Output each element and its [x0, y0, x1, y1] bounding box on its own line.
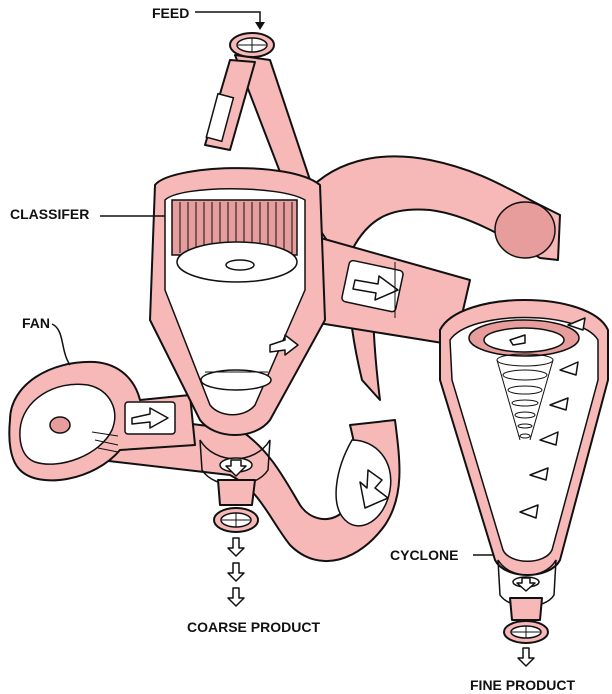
coarse-outlet	[213, 479, 259, 607]
feed-label: FEED	[152, 5, 189, 21]
fan-label: FAN	[22, 315, 50, 331]
fine-product-label: FINE PRODUCT	[470, 677, 575, 693]
fine-arrow-icon	[517, 647, 535, 667]
cyclone-wall-arrow-6-icon	[519, 504, 539, 519]
feed-arrowhead-icon	[255, 22, 265, 30]
cyclone-label: CYCLONE	[390, 547, 458, 563]
vortex-spiral	[496, 353, 554, 441]
classifier-inlet-arrow-icon	[269, 334, 299, 356]
vortex-arrow-icon	[509, 334, 526, 346]
cyclone-label-group: CYCLONE	[390, 547, 493, 563]
classifier-label-group: CLASSIFER	[10, 206, 165, 222]
coarse-product-label: COARSE PRODUCT	[187, 619, 320, 635]
cyclone-wall-arrow-4-icon	[539, 431, 559, 446]
feed-label-group: FEED	[152, 5, 265, 30]
coarse-arrow-1-icon	[227, 537, 245, 557]
coarse-arrow-3-icon	[227, 587, 245, 607]
fine-outlet	[503, 597, 549, 667]
classifier-rotor	[171, 199, 298, 283]
cyclone-wall-arrow-5-icon	[529, 467, 549, 481]
feed-inlet-pipe	[204, 32, 311, 186]
cyclone-wall-arrow-1-icon	[567, 317, 586, 331]
flow-arrow-right-icon	[352, 275, 399, 301]
fan-label-group: FAN	[22, 315, 71, 366]
classifier-to-cyclone-duct	[299, 234, 471, 346]
cyclone	[439, 299, 609, 607]
fan-flow-arrow-icon	[131, 407, 169, 429]
classifier	[149, 167, 326, 486]
flow-arrow-down-left-icon	[359, 469, 389, 509]
coarse-arrow-2-icon	[227, 562, 245, 582]
classifier-label: CLASSIFER	[10, 206, 89, 222]
cyclone-wall-arrow-2-icon	[559, 361, 579, 376]
cyclone-down-arrow-icon	[516, 577, 536, 592]
cyclone-wall-arrow-3-icon	[549, 397, 569, 411]
classifier-down-arrow-icon	[225, 459, 247, 477]
